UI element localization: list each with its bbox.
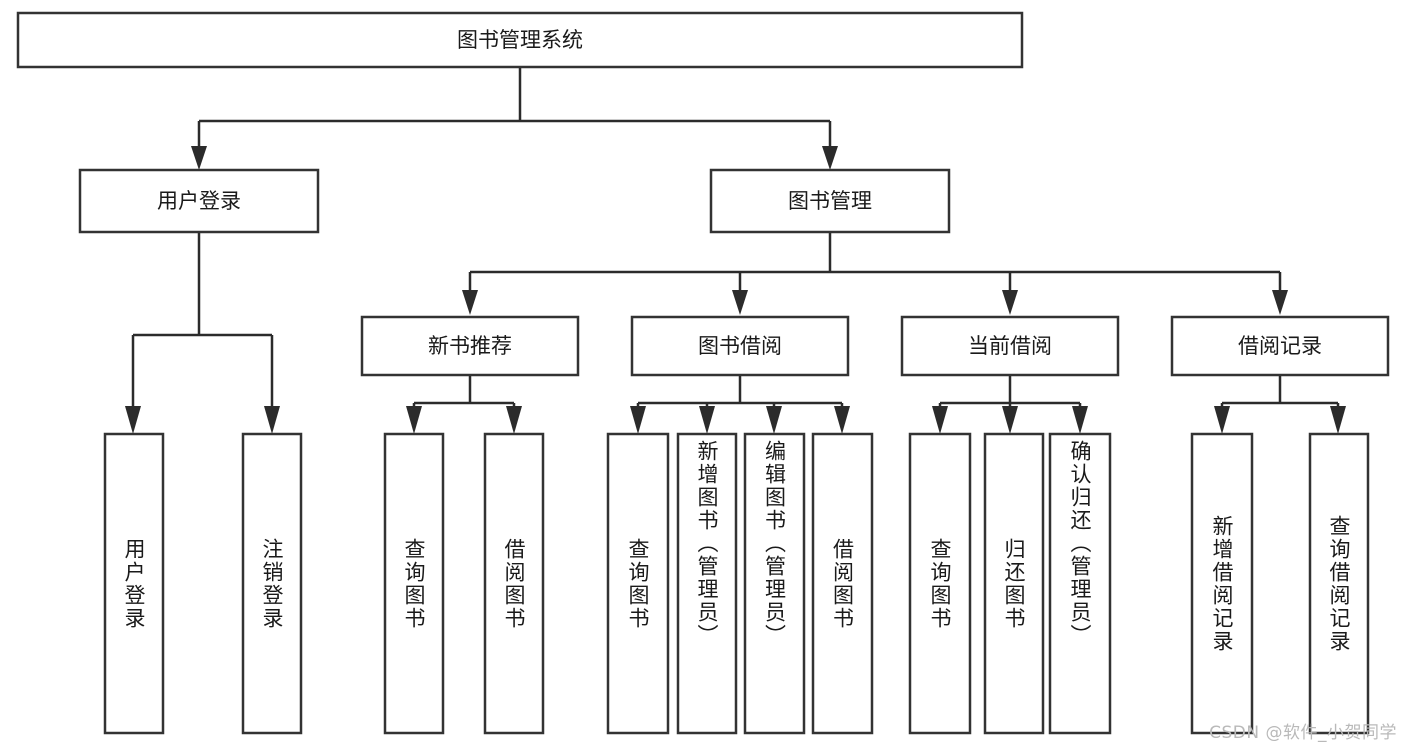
leaf-box-confirm-return-admin[interactable] bbox=[1048, 432, 1112, 735]
leaf-box-user-login[interactable] bbox=[103, 432, 165, 735]
node-box-borrow-record[interactable] bbox=[1170, 315, 1390, 377]
leaf-box-return-book[interactable] bbox=[983, 432, 1045, 735]
leaf-box-logout[interactable] bbox=[241, 432, 303, 735]
leaf-box-borrow-book-newrec[interactable] bbox=[483, 432, 545, 735]
node-box-user-login[interactable] bbox=[78, 168, 320, 234]
node-label-new-book-recommend: 新书推荐 bbox=[428, 334, 512, 358]
leaf-box-query-book-current[interactable] bbox=[908, 432, 972, 735]
leaf-box-query-book-newrec[interactable] bbox=[383, 432, 445, 735]
node-box-book-borrow[interactable] bbox=[630, 315, 850, 377]
node-box-root[interactable] bbox=[16, 11, 1024, 69]
leaf-box-add-borrow-record[interactable] bbox=[1190, 432, 1254, 735]
connector-record-to-leaves bbox=[1214, 375, 1346, 434]
connector-newbook-to-leaves bbox=[406, 375, 522, 434]
node-label-book-borrow: 图书借阅 bbox=[698, 334, 782, 358]
leaf-box-borrow-book[interactable] bbox=[811, 432, 874, 735]
node-box-current-borrow[interactable] bbox=[900, 315, 1120, 377]
connector-bookmgmt-to-level3 bbox=[462, 232, 1288, 315]
connector-current-to-leaves bbox=[932, 375, 1088, 434]
node-label-user-login: 用户登录 bbox=[157, 189, 241, 213]
connector-borrow-to-leaves bbox=[630, 375, 850, 434]
leaf-box-query-borrow-record[interactable] bbox=[1308, 432, 1370, 735]
leaf-box-add-book-admin[interactable] bbox=[676, 432, 738, 735]
leaf-box-edit-book-admin[interactable] bbox=[743, 432, 806, 735]
csdn-watermark: CSDN @软件_小贺同学 bbox=[1209, 723, 1397, 743]
node-label-current-borrow: 当前借阅 bbox=[968, 334, 1052, 358]
connector-userlogin-to-leaves bbox=[125, 232, 280, 434]
connector-root-to-level2 bbox=[191, 67, 838, 170]
node-label-root: 图书管理系统 bbox=[457, 28, 583, 52]
node-label-borrow-record: 借阅记录 bbox=[1238, 334, 1322, 358]
node-label-book-management: 图书管理 bbox=[788, 189, 872, 213]
leaf-box-query-book-borrow[interactable] bbox=[606, 432, 670, 735]
node-box-new-book-recommend[interactable] bbox=[360, 315, 580, 377]
node-box-book-management[interactable] bbox=[709, 168, 951, 234]
